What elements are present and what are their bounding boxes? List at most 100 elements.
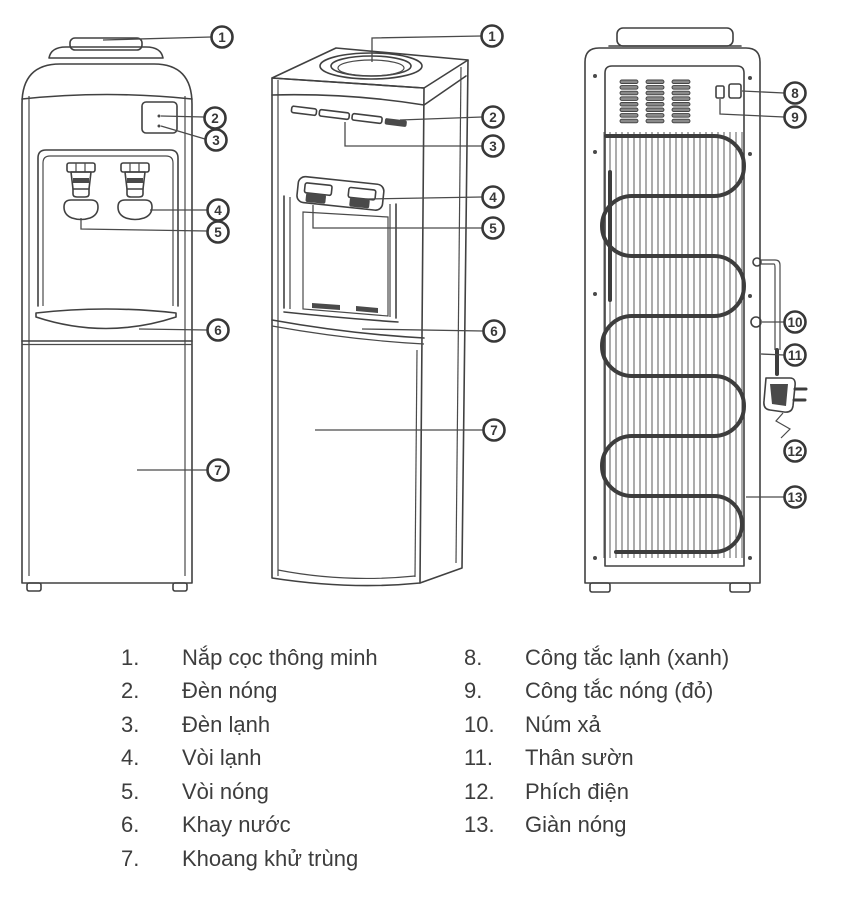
legend-item-3: 3. Đèn lạnh — [121, 708, 378, 742]
foot — [729, 582, 751, 593]
svg-text:1: 1 — [218, 30, 226, 45]
foot — [26, 582, 42, 592]
dispensing-recess — [283, 195, 397, 319]
callout-back-12: 12 — [783, 439, 807, 463]
legend-item-number: 13. — [464, 812, 495, 838]
svg-text:11: 11 — [788, 348, 803, 363]
indicator-strip — [290, 105, 407, 127]
callout-front-3: 3 — [204, 128, 228, 152]
legend-item-5: 5. Vòi nóng — [121, 775, 378, 809]
condenser-coil — [600, 134, 746, 554]
drain-knob — [750, 316, 762, 328]
legend-item-13: 13. Giàn nóng — [464, 809, 729, 843]
legend-item-label: Đèn lạnh — [182, 711, 271, 737]
legend-item-9: 9. Công tắc nóng (đỏ) — [464, 675, 729, 709]
legend-item-label: Khoang khử trùng — [182, 845, 359, 871]
cabinet-body — [21, 63, 193, 592]
svg-text:7: 7 — [490, 423, 498, 438]
foot — [589, 582, 611, 593]
legend-column-right: 8. Công tắc lạnh (xanh) 9. Công tắc nóng… — [464, 641, 729, 842]
legend-item-8: 8. Công tắc lạnh (xanh) — [464, 641, 729, 675]
indicator-light-panel — [141, 101, 178, 134]
callout-side-4: 4 — [481, 185, 505, 209]
svg-text:2: 2 — [211, 111, 219, 126]
back-panel — [604, 65, 745, 567]
drip-tray — [35, 308, 177, 330]
callout-back-8: 8 — [783, 81, 807, 105]
svg-text:5: 5 — [489, 221, 497, 236]
legend-item-label: Nắp cọc thông minh — [182, 644, 378, 670]
callout-back-13: 13 — [783, 485, 807, 509]
legend-item-label: Phích điện — [525, 778, 629, 804]
svg-text:6: 6 — [490, 324, 498, 339]
legend-item-number: 3. — [121, 711, 140, 737]
foot — [172, 582, 188, 592]
legend-item-label: Công tắc nóng (đỏ) — [525, 678, 714, 704]
hot-light — [157, 114, 161, 118]
callout-back-11: 11 — [783, 343, 807, 367]
callout-front-6: 6 — [206, 318, 230, 342]
lower-door — [277, 349, 418, 580]
svg-text:1: 1 — [488, 29, 496, 44]
top-cap — [48, 37, 164, 59]
drain-pipe — [761, 259, 781, 350]
callout-side-7: 7 — [482, 418, 506, 442]
legend-item-number: 4. — [121, 745, 140, 771]
legend-item-10: 10. Núm xả — [464, 708, 729, 742]
legend-item-4: 4. Vòi lạnh — [121, 742, 378, 776]
legend-item-1: 1. Nắp cọc thông minh — [121, 641, 378, 675]
legend-column-left: 1. Nắp cọc thông minh 2. Đèn nóng 3. Đèn… — [121, 641, 378, 876]
legend-item-label: Thân sườn — [525, 745, 634, 771]
legend-item-label: Núm xả — [525, 711, 601, 737]
legend-item-12: 12. Phích điện — [464, 775, 729, 809]
water-dispenser-diagram: 1 2 3 4 5 6 7 — [21, 24, 808, 593]
callout-front-7: 7 — [206, 458, 230, 482]
power-plug — [763, 348, 808, 439]
legend-item-7: 7. Khoang khử trùng — [121, 842, 378, 876]
pipe-fitting — [752, 257, 762, 267]
legend-item-number: 8. — [464, 644, 483, 670]
legend-item-2: 2. Đèn nóng — [121, 675, 378, 709]
legend-item-number: 5. — [121, 778, 140, 804]
screws — [593, 74, 752, 560]
legend-item-label: Công tắc lạnh (xanh) — [525, 644, 730, 670]
callout-front-4: 4 — [206, 198, 230, 222]
legend-item-number: 1. — [121, 644, 140, 670]
cabinet-body — [584, 47, 761, 584]
callout-side-5: 5 — [481, 216, 505, 240]
callout-back-9: 9 — [783, 105, 807, 129]
legend-item-number: 9. — [464, 678, 483, 704]
svg-text:7: 7 — [214, 463, 222, 478]
legend-item-number: 12. — [464, 778, 495, 804]
legend-item-label: Giàn nóng — [525, 812, 627, 838]
back-view: 8 9 10 11 12 13 — [584, 27, 808, 593]
callout-side-2: 2 — [481, 105, 505, 129]
legend-item-number: 2. — [121, 678, 140, 704]
svg-text:5: 5 — [214, 225, 222, 240]
callout-front-1: 1 — [210, 25, 234, 49]
legend-item-number: 11. — [464, 745, 493, 771]
side-view: 1 2 3 4 5 6 7 — [271, 24, 506, 587]
cold-switch — [715, 85, 725, 99]
svg-text:2: 2 — [489, 110, 497, 125]
callout-side-6: 6 — [482, 319, 506, 343]
callout-front-5: 5 — [206, 220, 230, 244]
legend-item-11: 11. Thân sườn — [464, 742, 729, 776]
bottle-seat — [319, 52, 423, 80]
legend-item-number: 6. — [121, 812, 140, 838]
dispensing-recess — [37, 149, 179, 307]
svg-text:13: 13 — [787, 490, 803, 505]
tap-housing — [296, 175, 385, 211]
svg-text:4: 4 — [489, 190, 497, 205]
svg-text:10: 10 — [787, 315, 802, 330]
legend-item-number: 7. — [121, 845, 140, 871]
svg-text:8: 8 — [791, 86, 799, 101]
legend-item-label: Vòi lạnh — [182, 745, 262, 771]
legend-item-label: Vòi nóng — [182, 778, 269, 804]
legend-item-label: Đèn nóng — [182, 678, 278, 704]
plug-prongs — [792, 387, 808, 402]
cold-light — [157, 124, 161, 128]
side-face — [419, 59, 469, 584]
svg-text:12: 12 — [787, 444, 802, 459]
hot-tap — [347, 186, 377, 201]
